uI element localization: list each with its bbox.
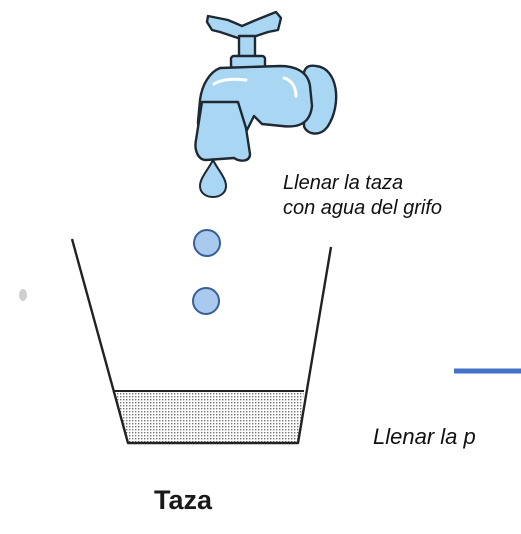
fill-caption: Llenar la p — [373, 424, 476, 449]
cup-water — [114, 391, 304, 443]
cup-label: Taza — [153, 485, 213, 515]
water-bubble-icon — [192, 287, 220, 315]
water-drop-icon — [198, 157, 228, 199]
cup-outline — [70, 238, 333, 445]
tap-caption-line1: Llenar la taza — [283, 172, 404, 194]
tap-caption: Llenar la taza con agua del grifo — [283, 171, 442, 221]
water-bubble-icon — [193, 229, 221, 257]
faucet-icon — [194, 10, 338, 162]
tap-caption-line2: con agua del grifo — [283, 197, 443, 219]
decorative-dot — [19, 289, 27, 301]
